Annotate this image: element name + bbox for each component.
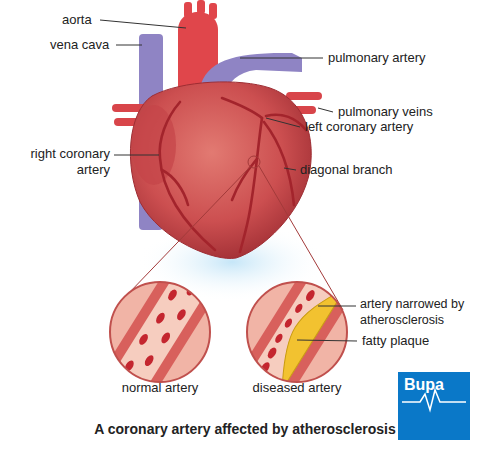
diseased-artery-view <box>231 249 363 414</box>
aorta-branch <box>197 0 205 14</box>
part-label: fatty plaque <box>362 333 472 349</box>
zoom-marker <box>248 156 260 168</box>
aorta-branch <box>184 2 192 18</box>
part-label: artery narrowed by atherosclerosis <box>360 297 482 328</box>
zoom-line <box>128 167 250 294</box>
logo-box: Bupa <box>398 372 470 440</box>
part-label: left coronary artery <box>305 119 480 135</box>
part-label: pulmonary artery <box>328 50 478 66</box>
part-label: pulmonary veins <box>338 104 478 120</box>
leader-lines <box>100 20 357 341</box>
panel-label: diseased artery <box>237 380 357 396</box>
part-label: right coronary artery <box>10 146 110 179</box>
heart-body <box>130 82 311 259</box>
panel-label: normal artery <box>100 380 220 396</box>
aorta-branch <box>209 3 217 19</box>
part-label: vena cava <box>50 37 130 53</box>
normal-artery-view <box>94 249 226 414</box>
logo-text: Bupa <box>398 372 444 394</box>
pulmonary-vein <box>286 92 322 100</box>
part-label: aorta <box>62 12 142 28</box>
normal-artery-frame <box>110 282 210 382</box>
diseased-artery-frame <box>247 282 347 382</box>
coronary-arteries <box>160 98 306 252</box>
part-label: diagonal branch <box>300 162 450 178</box>
